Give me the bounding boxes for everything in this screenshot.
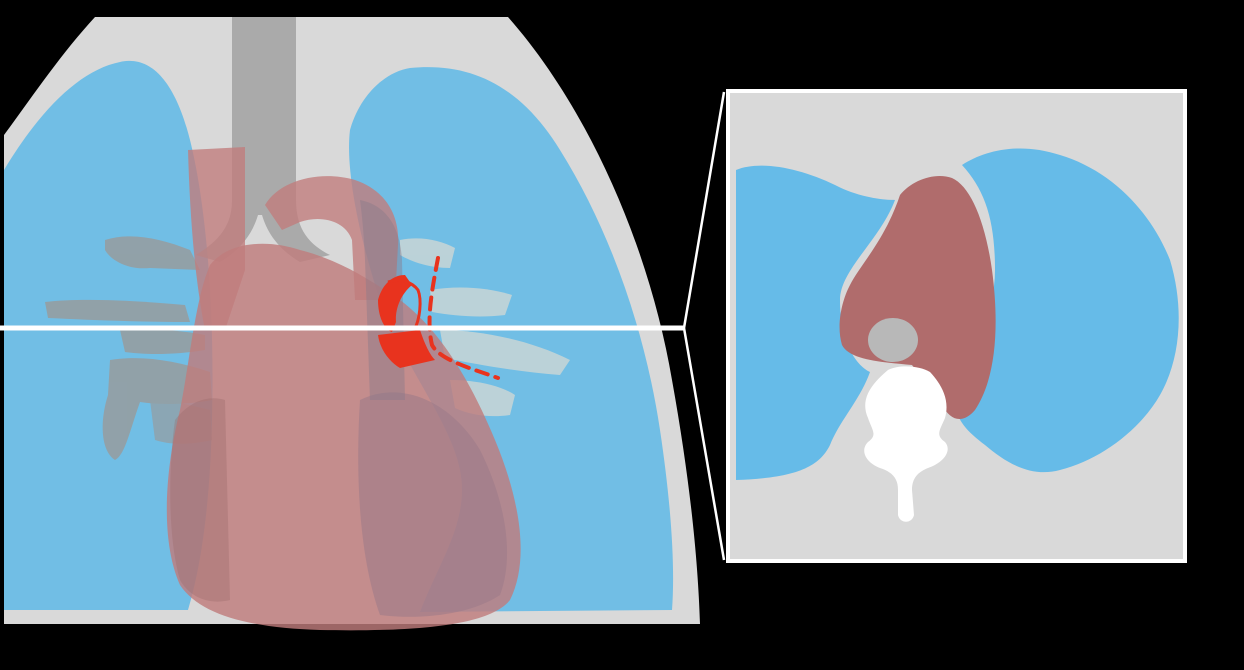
axial-section-inset (726, 89, 1187, 563)
highlighted-region (378, 330, 435, 368)
trachea (196, 17, 330, 262)
right-lung (4, 60, 213, 610)
frontal-chest-view (0, 17, 700, 631)
vessel-outline (387, 278, 422, 331)
connector-lines (682, 91, 726, 561)
right-atrium (170, 398, 230, 602)
inset-esophagus (868, 318, 918, 362)
aortic-arch (265, 176, 399, 300)
highlighted-structure (378, 256, 500, 380)
highlighted-vessel (378, 275, 412, 332)
dashed-outline (427, 256, 500, 380)
inset-right-lung (736, 165, 895, 480)
inset-vertebra (864, 366, 948, 522)
inset-heart (839, 175, 996, 420)
inset-left-lung (955, 148, 1179, 473)
left-ventricle (358, 392, 508, 617)
